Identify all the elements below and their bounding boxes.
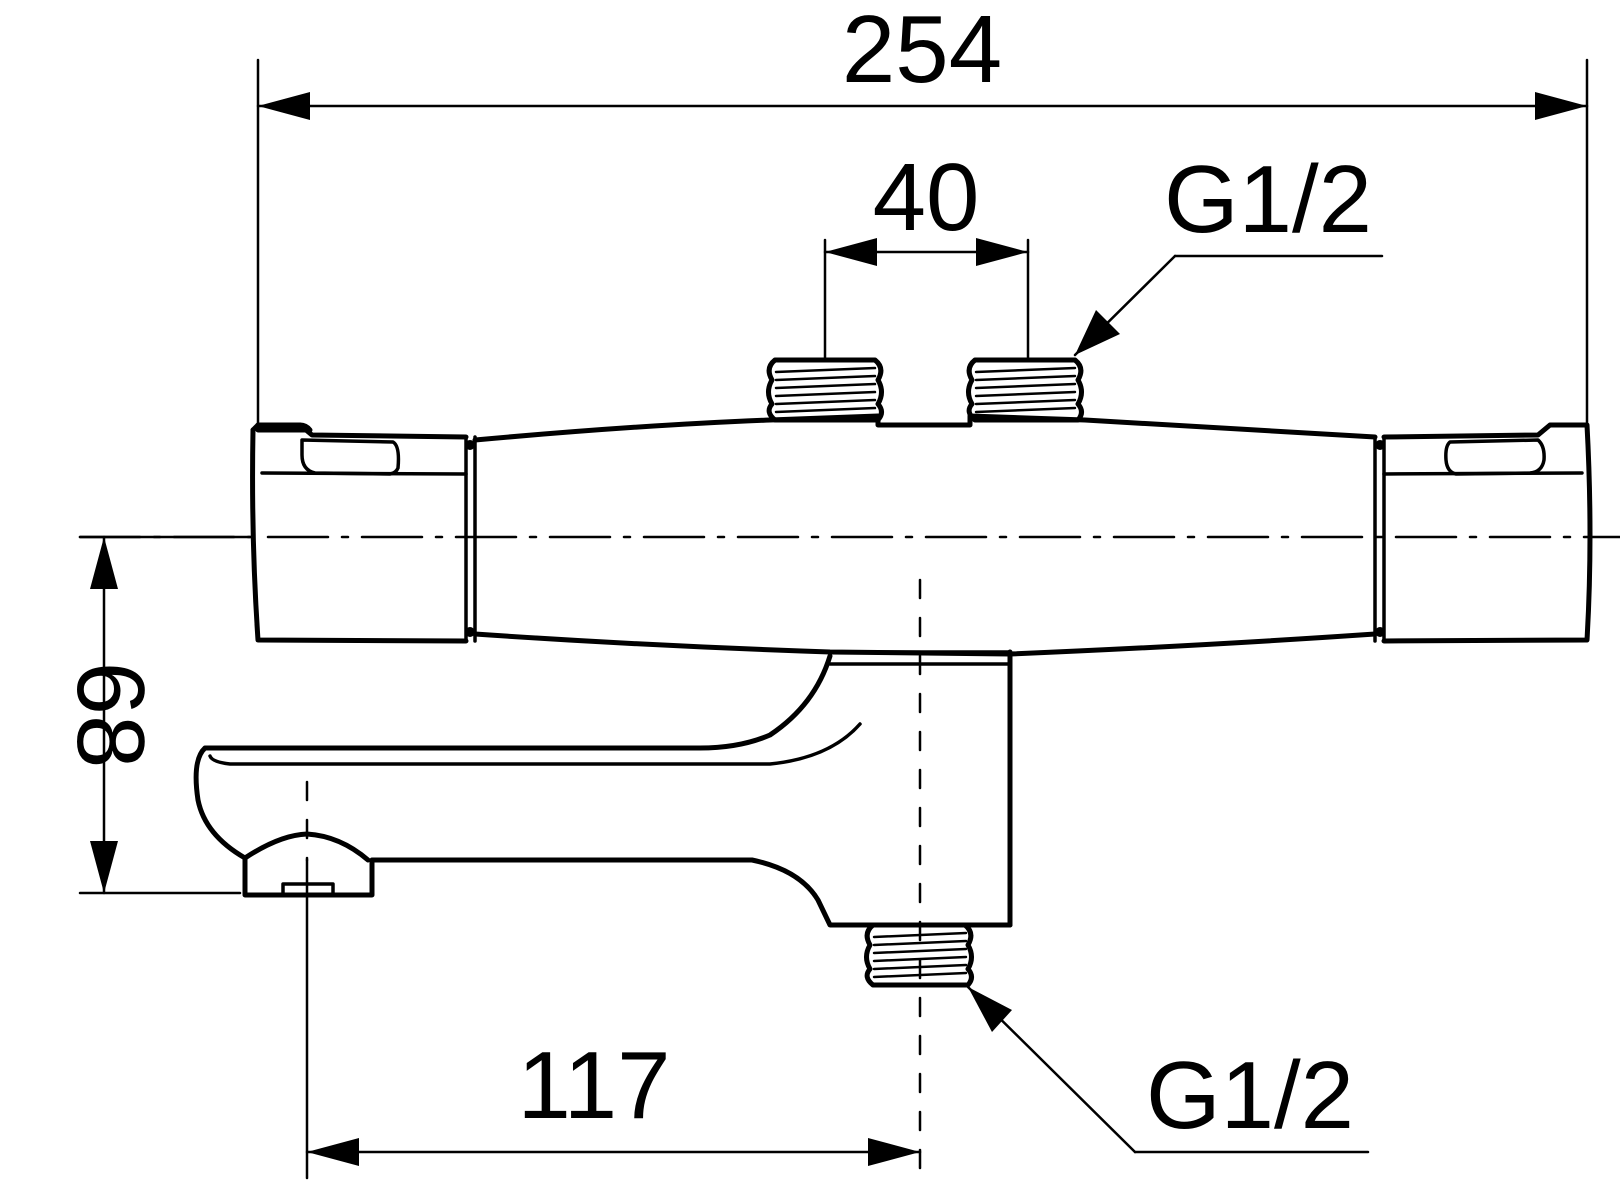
aerator-nozzle	[281, 882, 335, 897]
arrowhead-top	[90, 537, 118, 589]
arrowhead-left	[258, 92, 310, 120]
spout-assembly	[193, 649, 1013, 928]
left-ring-pin-bottom	[465, 627, 475, 637]
inlet-right-threads	[974, 366, 1077, 414]
inlet-left-outline	[766, 357, 884, 423]
leader-arrowhead	[968, 987, 1012, 1032]
arrowhead-right	[976, 238, 1028, 266]
leader-arrowhead	[1075, 310, 1120, 355]
outlet-bottom	[864, 922, 974, 988]
left-cap-outline	[250, 427, 469, 644]
dimension-inlet-spacing: 40	[823, 144, 1030, 362]
dimension-overall-width: 254	[256, 0, 1589, 427]
dimension-spout-offset: 117	[305, 858, 922, 1180]
aerator-dome	[242, 831, 371, 863]
dim-label-68: 68	[57, 662, 164, 769]
outlet-bottom-threads	[872, 931, 968, 979]
right-ring-pin-bottom	[1375, 627, 1385, 637]
callout-top-thread: G1/2	[1073, 146, 1384, 357]
right-cap-recess	[1444, 438, 1546, 476]
arrowhead-right	[1535, 92, 1587, 120]
callout-bottom-thread: G1/2	[966, 985, 1370, 1154]
outlet-bottom-outline	[864, 922, 974, 988]
arrowhead-left	[825, 238, 877, 266]
dim-label-40: 40	[873, 144, 980, 251]
thread-label-bottom: G1/2	[1146, 1042, 1354, 1149]
arrowhead-right	[868, 1138, 920, 1166]
inlet-right-outline	[966, 357, 1084, 423]
dim-label-117: 117	[517, 1032, 670, 1139]
body-top-edge	[472, 413, 1378, 443]
right-ring-pin-top	[1375, 440, 1385, 450]
spout-lower-outline	[242, 855, 1013, 928]
left-cap-recess	[300, 438, 401, 476]
left-cap-inner-line	[260, 471, 468, 476]
dim-label-254: 254	[842, 0, 1002, 103]
right-cap-inner-line	[1382, 471, 1584, 476]
thread-label-top: G1/2	[1164, 146, 1372, 253]
left-ring-pin-top	[465, 440, 475, 450]
inlet-left	[766, 357, 884, 423]
right-cap-outline	[1381, 422, 1593, 644]
arrowhead-left	[307, 1138, 359, 1166]
spout-upper-outline	[193, 653, 833, 861]
left-cap-outline-top	[250, 422, 469, 440]
arrowhead-bottom	[90, 841, 118, 893]
inlet-left-threads	[774, 366, 877, 414]
inlet-right	[966, 357, 1084, 423]
mixer-body	[250, 413, 1593, 657]
spout-inner-line	[208, 722, 862, 766]
